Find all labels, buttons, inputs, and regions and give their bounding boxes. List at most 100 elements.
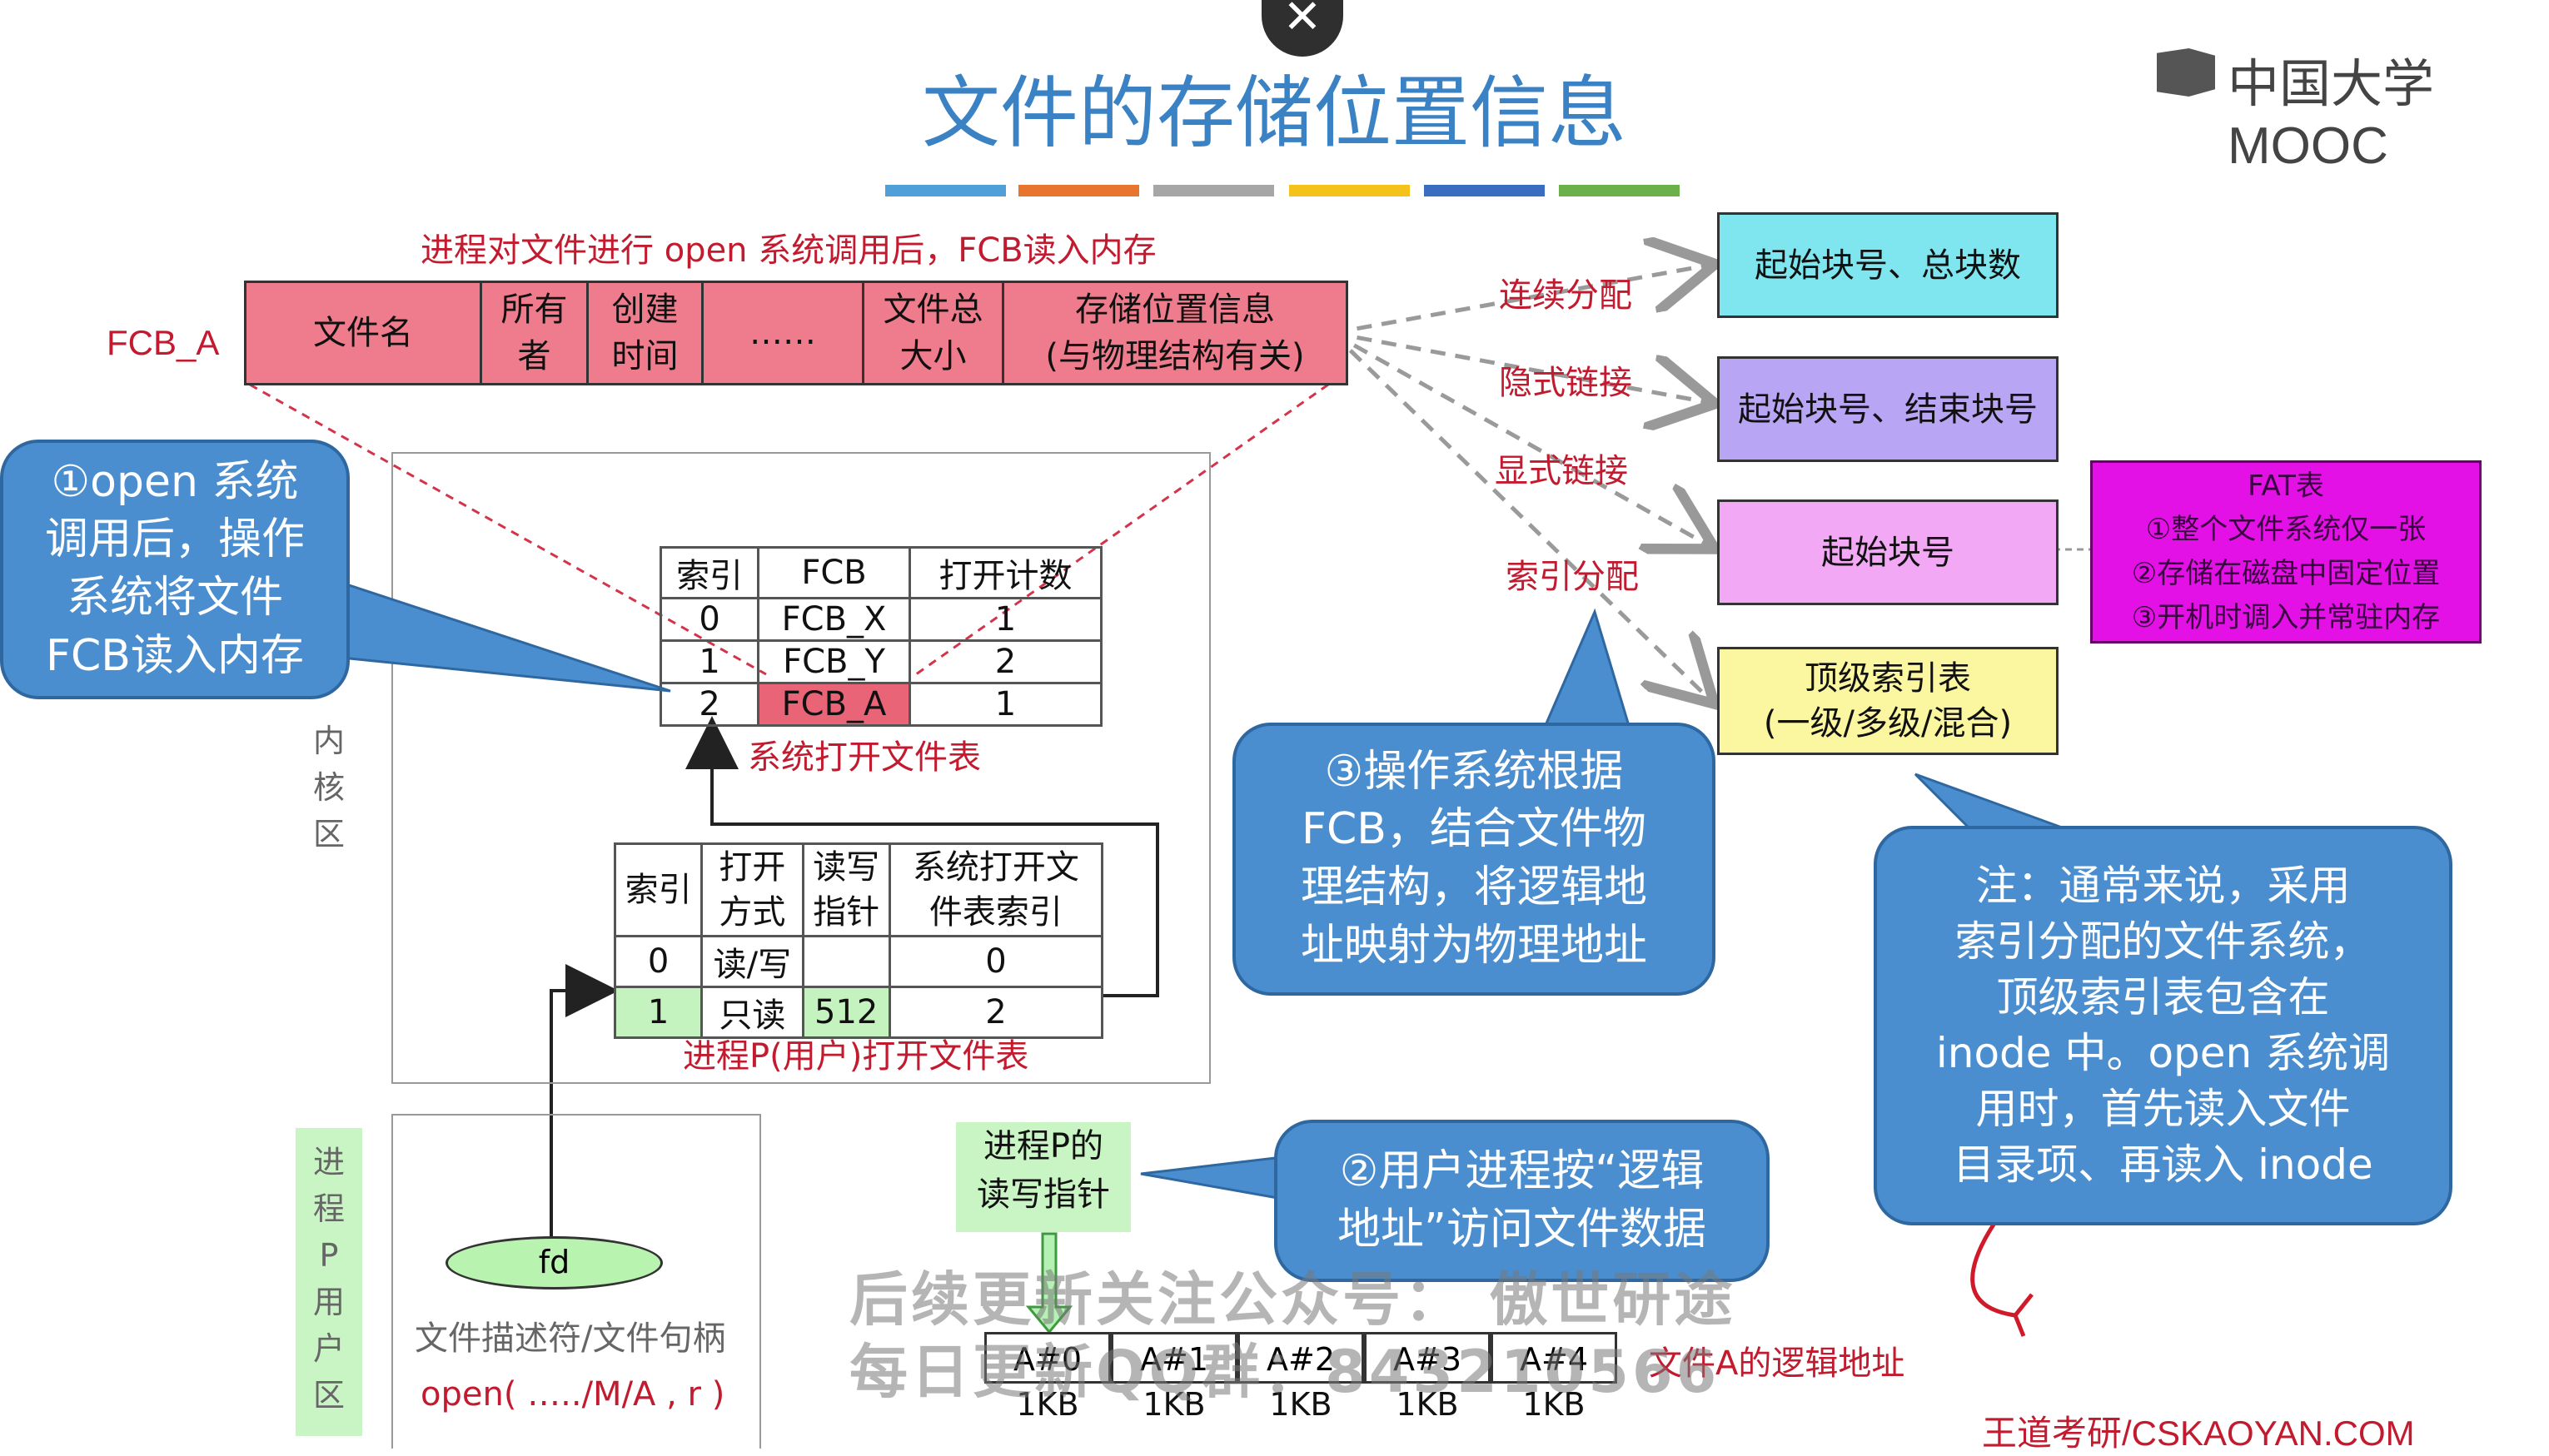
table-cell: 1 <box>613 986 704 1039</box>
table-cell: FCB_Y <box>757 639 911 684</box>
table-cell: 读/写 <box>700 935 804 988</box>
logical-block: A#2 <box>1237 1332 1364 1384</box>
fat-line-2: ②存储在磁盘中固定位置 <box>2131 557 2441 590</box>
table-header-cell: 打开 方式 <box>700 842 804 937</box>
fd-to-process-arrow <box>550 964 619 1249</box>
fcb-field: …… <box>701 281 864 385</box>
user-area-label-bg <box>296 1128 362 1436</box>
block-size-label: 1KB <box>1269 1386 1332 1423</box>
title-color-bar <box>1153 185 1274 196</box>
mooc-logo-icon <box>2157 48 2215 97</box>
user-area <box>391 1114 761 1449</box>
table-cell: 1 <box>659 639 760 684</box>
title-color-bar <box>885 185 1006 196</box>
table-header-cell: 索引 <box>659 546 760 599</box>
fcb-field: 文件总 大小 <box>862 281 1004 385</box>
fat-title: FAT表 <box>2248 469 2324 503</box>
alloc-box-indexed: 顶级索引表 (一级/多级/混合) <box>1717 647 2059 755</box>
fat-line-3: ③开机时调入并常驻内存 <box>2131 600 2441 634</box>
block-size-label: 1KB <box>1396 1386 1459 1423</box>
table-cell: FCB_X <box>757 597 911 642</box>
watermark-line-1: 后续更新关注公众号： 傲世研途 <box>849 1265 1736 1334</box>
table-header-cell: FCB <box>757 546 911 599</box>
fat-line-1: ①整个文件系统仅一张 <box>2145 513 2427 547</box>
callout-note: 注：通常来说，采用 索引分配的文件系统， 顶级索引表包含在 inode 中。op… <box>1874 826 2452 1225</box>
user-area-label: 进 程 P 用 户 区 <box>312 1144 345 1414</box>
table-cell <box>801 935 891 988</box>
title-color-bar <box>1424 185 1545 196</box>
table-cell: 512 <box>801 986 891 1039</box>
watermark-line-2: 每日更新QQ群：843210566 <box>849 1338 1720 1406</box>
table-cell: 1 <box>908 682 1103 727</box>
callout-step-3: ③操作系统根据 FCB，结合文件物 理结构，将逻辑地 址映射为物理地址 <box>1232 723 1715 996</box>
alloc-box-contiguous: 起始块号、总块数 <box>1717 212 2059 318</box>
fcb-field: 创建 时间 <box>586 281 704 385</box>
fat-table-box: FAT表 ①整个文件系统仅一张 ②存储在磁盘中固定位置 ③开机时调入并常驻内存 <box>2090 460 2482 644</box>
table-header-cell: 系统打开文 件表索引 <box>888 842 1104 937</box>
alloc-arrow-indexed <box>1331 331 1711 701</box>
block-size-label: 1KB <box>1016 1386 1079 1423</box>
table-header-cell: 打开计数 <box>908 546 1103 599</box>
fcb-field: 所有 者 <box>480 281 589 385</box>
callout-step-1: ①open 系统 调用后，操作 系统将文件 FCB读入内存 <box>0 440 350 699</box>
mooc-logo: 中国大学MOOC <box>2228 56 2435 175</box>
title-color-bar <box>1289 185 1410 196</box>
alloc-label-explicit: 显式链接 <box>1495 452 1628 490</box>
fcb-field: 文件名 <box>244 281 482 385</box>
table-header-row: 索引打开 方式读写 指针系统打开文 件表索引 <box>613 842 1104 937</box>
block-size-label: 1KB <box>1143 1386 1206 1423</box>
logical-block: A#4 <box>1491 1332 1617 1384</box>
kernel-area-label: 内 核 区 <box>312 723 345 852</box>
kernel-area <box>391 452 1211 1084</box>
alloc-label-contiguous: 连续分配 <box>1499 276 1632 315</box>
table-cell: 1 <box>908 597 1103 642</box>
process-table-caption: 进程P(用户)打开文件表 <box>683 1037 1029 1076</box>
alloc-box-explicit: 起始块号 <box>1717 499 2059 605</box>
rw-pointer-label: 进程P的 读写指针 <box>956 1122 1131 1232</box>
table-cell: 2 <box>659 682 760 727</box>
system-table-caption: 系统打开文件表 <box>748 738 981 777</box>
rw-pointer-arrow <box>1025 1232 1073 1334</box>
callout-step-2: ②用户进程按“逻辑 地址”访问文件数据 <box>1274 1120 1770 1282</box>
logical-block: A#0 <box>984 1332 1111 1384</box>
table-cell: 2 <box>908 639 1103 684</box>
block-size-label: 1KB <box>1522 1386 1586 1423</box>
logical-address-label: 文件A的逻辑地址 <box>1649 1344 1905 1383</box>
alloc-box-implicit: 起始块号、结束块号 <box>1717 356 2059 462</box>
fcb-record: 文件名所有 者创建 时间……文件总 大小存储位置信息 (与物理结构有关) <box>244 281 1348 385</box>
alloc-label-indexed: 索引分配 <box>1506 558 1639 596</box>
fd-caption: 文件描述符/文件句柄 <box>415 1319 726 1358</box>
fd-ellipse: fd <box>446 1236 663 1290</box>
table-cell: 0 <box>659 597 760 642</box>
logical-block: A#1 <box>1111 1332 1237 1384</box>
alloc-arrow-implicit <box>1332 330 1711 403</box>
alloc-arrow-contiguous <box>1332 265 1711 335</box>
handwritten-arrow <box>1970 1215 2034 1337</box>
fcb-field: 存储位置信息 (与物理结构有关) <box>1002 281 1348 385</box>
table-cell: 只读 <box>700 986 804 1039</box>
open-call: open( …../M/A , r ) <box>421 1375 725 1414</box>
fcb-a-label: FCB_A <box>107 323 220 362</box>
table-cell: FCB_A <box>757 682 911 727</box>
logical-block: A#3 <box>1364 1332 1491 1384</box>
fcb-caption: 进程对文件进行 open 系统调用后，FCB读入内存 <box>421 231 1157 270</box>
title-color-bar <box>1018 185 1139 196</box>
title-color-bar <box>1559 185 1680 196</box>
table-header-cell: 读写 指针 <box>801 842 891 937</box>
table-cell: 0 <box>888 935 1104 988</box>
table-header-cell: 索引 <box>613 842 704 937</box>
table-cell: 2 <box>888 986 1104 1039</box>
page-title: 文件的存储位置信息 <box>921 68 1626 159</box>
table-cell: 0 <box>613 935 704 988</box>
alloc-arrow-explicit <box>1331 330 1711 547</box>
